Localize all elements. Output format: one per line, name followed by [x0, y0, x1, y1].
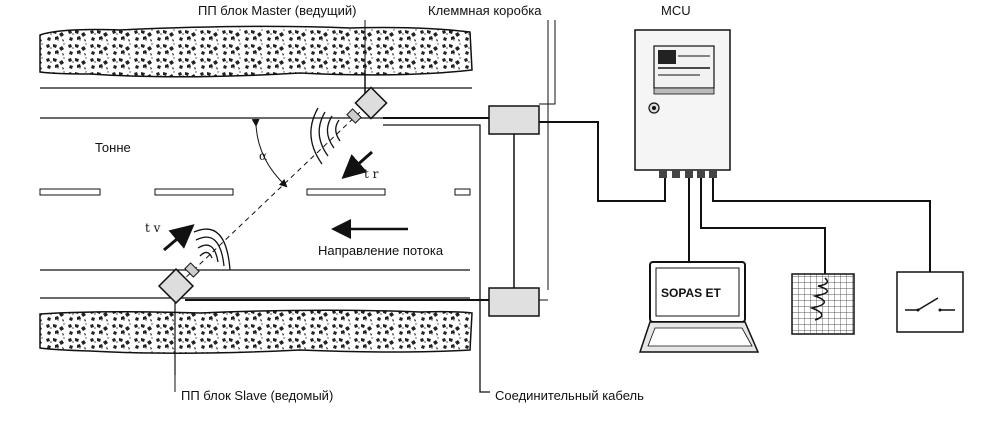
tunnel-ceiling-rock — [39, 25, 473, 78]
tr-label: t r — [364, 167, 379, 181]
tunnel-walls — [40, 87, 472, 299]
junction-box-top — [488, 105, 540, 135]
laptop-icon — [638, 261, 760, 353]
signal-arrow-tr — [341, 150, 373, 179]
measurement-path — [179, 111, 361, 284]
junction-box-label: Клеммная коробка — [428, 3, 542, 18]
relay-switch-icon — [896, 271, 964, 333]
wiring — [174, 20, 931, 393]
angle-label: α — [259, 149, 267, 163]
slave-sensor-icon — [157, 228, 231, 375]
master-unit-label: ПП блок Master (ведущий) — [198, 3, 356, 18]
lane-markings — [39, 188, 471, 196]
flow-direction-label: Направление потока — [318, 243, 444, 258]
signal-arrow-tv — [163, 224, 195, 252]
tunnel-label: Тонне — [95, 140, 131, 155]
slave-unit-label: ПП блок Slave (ведомый) — [181, 388, 333, 403]
junction-box-bottom — [488, 287, 540, 317]
master-sensor-icon — [310, 70, 388, 165]
tunnel-floor-rock — [39, 309, 473, 355]
mcu-cabinet-icon — [634, 29, 731, 178]
mcu-label: MCU — [661, 3, 691, 18]
software-label: SOPAS ET — [661, 286, 721, 300]
chart-recorder-icon — [791, 273, 855, 335]
tv-label: t v — [145, 221, 161, 235]
connection-cable-label: Соединительный кабель — [495, 388, 644, 403]
